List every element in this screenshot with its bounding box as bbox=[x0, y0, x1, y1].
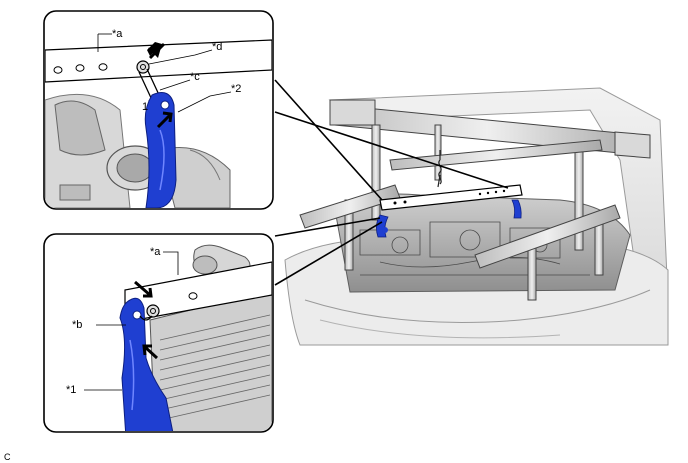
label-2: *2 bbox=[231, 83, 241, 95]
label-a-top: *a bbox=[112, 28, 123, 40]
label-d: *d bbox=[212, 41, 222, 53]
callout-lines bbox=[274, 79, 509, 286]
engine-hanger-left bbox=[376, 214, 389, 238]
engine-hanger-right bbox=[511, 199, 522, 219]
arrow-icon bbox=[142, 344, 159, 360]
hanger-bar-top-inset bbox=[45, 39, 272, 83]
label-1: *1 bbox=[66, 384, 76, 396]
inset-bottom: *a *b *1 bbox=[43, 233, 274, 433]
arrow-icon bbox=[156, 111, 173, 129]
arrow-icon bbox=[134, 280, 153, 298]
vehicle-illustration bbox=[284, 87, 669, 346]
engine-hanger-no1 bbox=[119, 297, 175, 431]
engine-hanger-no2 bbox=[144, 92, 177, 208]
step-number: 1 bbox=[142, 101, 148, 113]
hanger-bar bbox=[379, 184, 523, 211]
figure-code: C bbox=[4, 452, 11, 462]
label-a-bottom: *a bbox=[150, 246, 161, 258]
inset-top: *a *d *c *2 1 bbox=[43, 10, 274, 210]
label-c: *c bbox=[190, 71, 200, 83]
arrow-icon bbox=[147, 42, 162, 58]
label-b: *b bbox=[72, 319, 82, 331]
